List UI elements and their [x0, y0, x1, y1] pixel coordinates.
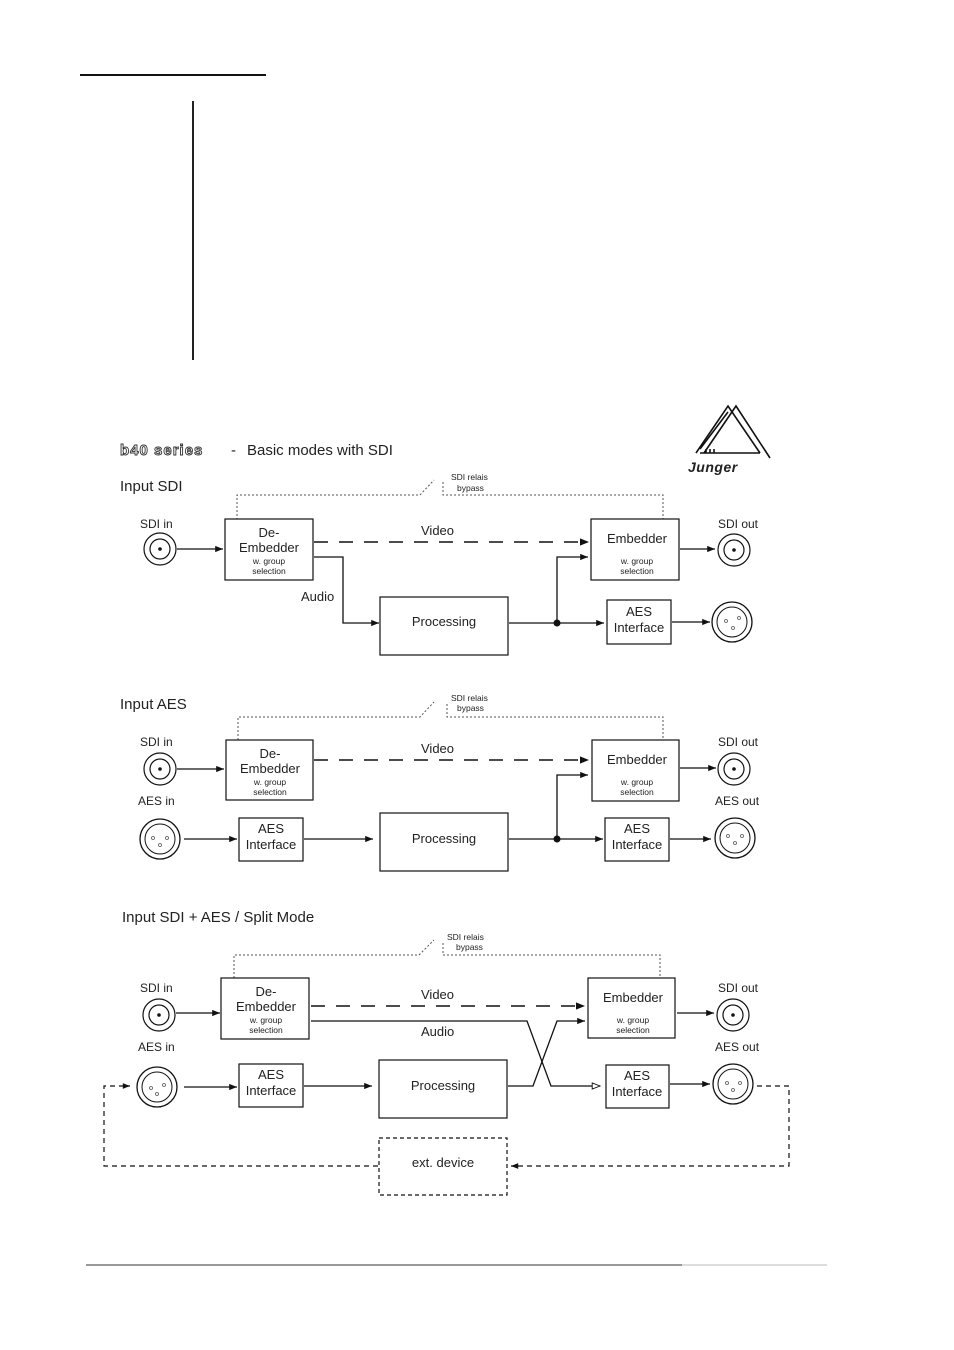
aes-interface-block	[238, 1063, 304, 1108]
aes-in-label: AES in	[138, 794, 175, 808]
sdi-in-label: SDI in	[140, 981, 173, 995]
sdi-out-label: SDI out	[718, 735, 759, 749]
relay-label: SDI relais	[451, 472, 488, 482]
sdi-in-label: SDI in	[140, 517, 173, 531]
block-sublabel: w. group	[253, 777, 286, 787]
block-label: AES	[624, 1068, 650, 1083]
block-sublabel: w. group	[252, 556, 285, 566]
sdi-in-label: SDI in	[140, 735, 173, 749]
block-label: Interface	[612, 1084, 663, 1099]
margin-bar	[192, 101, 194, 360]
block-sublabel: selection	[620, 787, 654, 797]
audio-label: Audio	[301, 589, 334, 604]
block-sublabel: selection	[252, 566, 286, 576]
processing-block	[378, 1059, 508, 1119]
de-embedder-block	[225, 739, 314, 801]
block-label: AES	[258, 1067, 284, 1082]
block-sublabel: w. group	[620, 556, 653, 566]
footer-rule-light	[682, 1264, 827, 1266]
bnc-connector-icon	[143, 532, 177, 566]
block-label: Embedder	[607, 752, 668, 767]
bnc-connector-icon	[716, 998, 750, 1032]
bnc-connector-icon	[717, 752, 751, 786]
block-label: Processing	[412, 831, 476, 846]
block-label: Interface	[246, 837, 297, 852]
processing-block	[379, 812, 509, 872]
block-sublabel: selection	[620, 566, 654, 576]
block-sublabel: selection	[616, 1025, 650, 1035]
ext-device-block	[378, 1137, 508, 1196]
block-label: De-	[259, 525, 280, 540]
block-label: De-	[260, 746, 281, 761]
block-sublabel: w. group	[249, 1015, 282, 1025]
header-rule	[80, 74, 266, 76]
aes-interface-block	[604, 817, 670, 862]
block-label: ext. device	[412, 1155, 474, 1170]
relay-label: bypass	[457, 703, 484, 713]
series-name: b40 series	[120, 442, 203, 459]
sdi-out-label: SDI out	[718, 517, 759, 531]
embedder-block	[590, 518, 680, 581]
section-title: Input AES	[120, 696, 187, 713]
aes-interface-block	[605, 1064, 670, 1109]
block-label: Embedder	[607, 531, 668, 546]
block-label: Interface	[246, 1083, 297, 1098]
block-label: AES	[258, 821, 284, 836]
block-label: Embedder	[239, 540, 300, 555]
aes-interface-block	[606, 599, 672, 645]
xlr-connector-icon	[714, 817, 756, 859]
block-sublabel: selection	[253, 787, 287, 797]
video-label: Video	[421, 523, 454, 538]
block-label: Embedder	[236, 999, 297, 1014]
relay-label: bypass	[457, 483, 484, 493]
xlr-connector-icon	[136, 1066, 178, 1108]
block-sublabel: w. group	[620, 777, 653, 787]
block-sublabel: w. group	[616, 1015, 649, 1025]
aes-in-label: AES in	[138, 1040, 175, 1054]
block-label: AES	[624, 821, 650, 836]
block-label: Embedder	[603, 990, 664, 1005]
embedder-block	[591, 739, 680, 802]
aes-interface-block	[238, 817, 304, 862]
section-input-aes: Input AES SDI relais bypass SDI in De- E…	[120, 693, 760, 872]
video-label: Video	[421, 987, 454, 1002]
block-label: Processing	[412, 614, 476, 629]
de-embedder-block	[224, 518, 314, 581]
processing-block	[379, 596, 509, 656]
section-input-sdi: Input SDI SDI relais bypass SDI in De- E…	[120, 472, 759, 656]
block-label: Embedder	[240, 761, 301, 776]
aes-out-label: AES out	[715, 794, 760, 808]
bnc-connector-icon	[142, 998, 176, 1032]
xlr-connector-icon	[139, 818, 181, 860]
block-sublabel: selection	[249, 1025, 283, 1035]
bnc-connector-icon	[143, 752, 177, 786]
block-label: Processing	[411, 1078, 475, 1093]
de-embedder-block	[220, 977, 310, 1040]
relay-label: SDI relais	[451, 693, 488, 703]
block-label: Interface	[612, 837, 663, 852]
footer-rule	[86, 1264, 682, 1266]
title-separator: -	[231, 442, 236, 459]
junger-logo	[695, 404, 771, 459]
figure-title: Basic modes with SDI	[247, 442, 393, 459]
embedder-block	[587, 977, 676, 1039]
relay-label: bypass	[456, 942, 483, 952]
logo-text: Junger	[688, 459, 739, 475]
section-title: Input SDI + AES / Split Mode	[122, 909, 314, 926]
audio-label: Audio	[421, 1024, 454, 1039]
section-title: Input SDI	[120, 478, 183, 495]
aes-out-label: AES out	[715, 1040, 760, 1054]
block-label: De-	[256, 984, 277, 999]
relay-label: SDI relais	[447, 932, 484, 942]
sdi-out-label: SDI out	[718, 981, 759, 995]
section-split-mode: Input SDI + AES / Split Mode SDI relais …	[103, 909, 790, 1196]
xlr-connector-icon	[711, 601, 753, 643]
block-label: AES	[626, 604, 652, 619]
block-label: Interface	[614, 620, 665, 635]
xlr-connector-icon	[712, 1063, 754, 1105]
bnc-connector-icon	[717, 533, 751, 567]
video-label: Video	[421, 741, 454, 756]
